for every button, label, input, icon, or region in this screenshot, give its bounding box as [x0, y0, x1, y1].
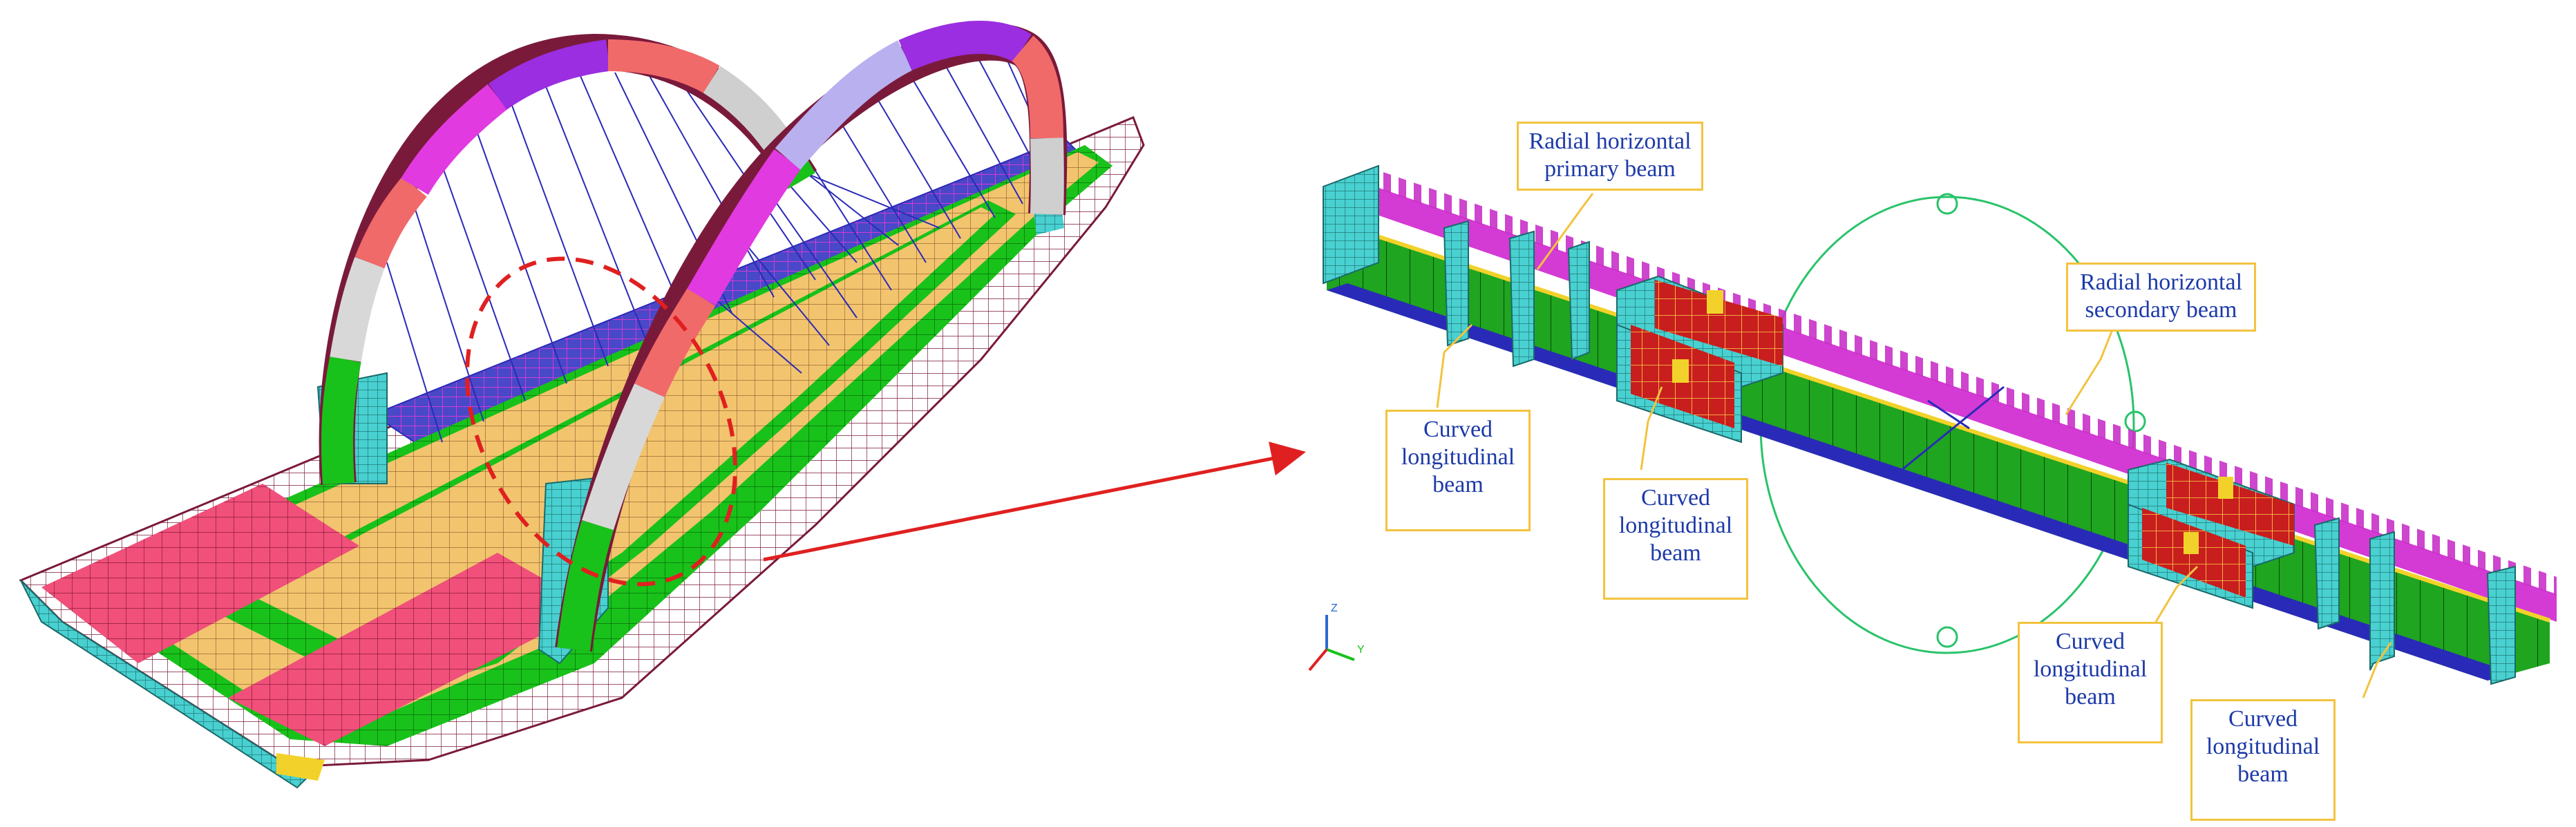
- zoom-arrow: [763, 441, 1306, 562]
- axis-label-y: Y: [1357, 644, 1365, 656]
- callout-line: beam: [2065, 684, 2116, 710]
- axis-triad: Z Y: [1308, 602, 1365, 672]
- deck-end-yellow: [276, 753, 325, 781]
- callout-line: Curved: [1640, 485, 1711, 511]
- callout-line: Curved: [1423, 417, 1493, 442]
- leader-lines: [1436, 193, 2392, 698]
- callout-line: beam: [1432, 472, 1484, 497]
- arch-rib-left-segments: [321, 39, 815, 485]
- secondary-beam-teeth: [1375, 169, 2557, 596]
- callout-radial-secondary-beam: Radial horizontal secondary beam: [2066, 263, 2256, 332]
- callout-line: longitudinal: [1618, 513, 1733, 538]
- hangers-right-arch: [704, 37, 1065, 374]
- ring-node-top: [1936, 193, 1958, 215]
- callout-line: Radial horizontal: [1528, 129, 1692, 154]
- callout-line: beam: [1650, 540, 1701, 566]
- callout-line: primary beam: [1544, 156, 1676, 182]
- callout-line: Radial horizontal: [2079, 269, 2243, 295]
- deck-pink-band-near-2: [228, 553, 594, 746]
- callout-curved-longitudinal-beam-4: Curved longitudinal beam: [2190, 699, 2336, 821]
- cross-girder-box-1: [1616, 275, 1783, 444]
- highlight-region: [464, 256, 738, 587]
- callout-line: longitudinal: [2033, 656, 2148, 682]
- arch-rib-right-segments: [557, 21, 1064, 652]
- axis-label-z: Z: [1331, 602, 1338, 614]
- diagonal-member-2: [1927, 399, 1970, 430]
- callout-line: longitudinal: [2206, 734, 2320, 759]
- callout-line: secondary beam: [2085, 297, 2237, 323]
- diagonal-member: [1893, 386, 2005, 478]
- callout-curved-longitudinal-beam-2: Curved longitudinal beam: [1603, 478, 1748, 600]
- callout-line: Curved: [2228, 706, 2298, 732]
- callout-curved-longitudinal-beam-3: Curved longitudinal beam: [2018, 622, 2163, 743]
- callout-radial-primary-beam: Radial horizontal primary beam: [1517, 122, 1703, 191]
- bridge-model: [19, 21, 1145, 789]
- callout-line: beam: [2237, 761, 2289, 787]
- ring-node-right: [2124, 410, 2146, 432]
- callout-line: Curved: [2055, 629, 2125, 654]
- cross-girder-box-2: [2128, 458, 2295, 609]
- cross-frames: [1323, 164, 2516, 685]
- callout-line: longitudinal: [1401, 444, 1515, 470]
- deck-pink-band-near: [41, 484, 359, 663]
- beam-detail: Z Y: [1308, 164, 2557, 698]
- ring-node-bottom: [1936, 626, 1958, 648]
- callout-curved-longitudinal-beam-1: Curved longitudinal beam: [1385, 410, 1531, 531]
